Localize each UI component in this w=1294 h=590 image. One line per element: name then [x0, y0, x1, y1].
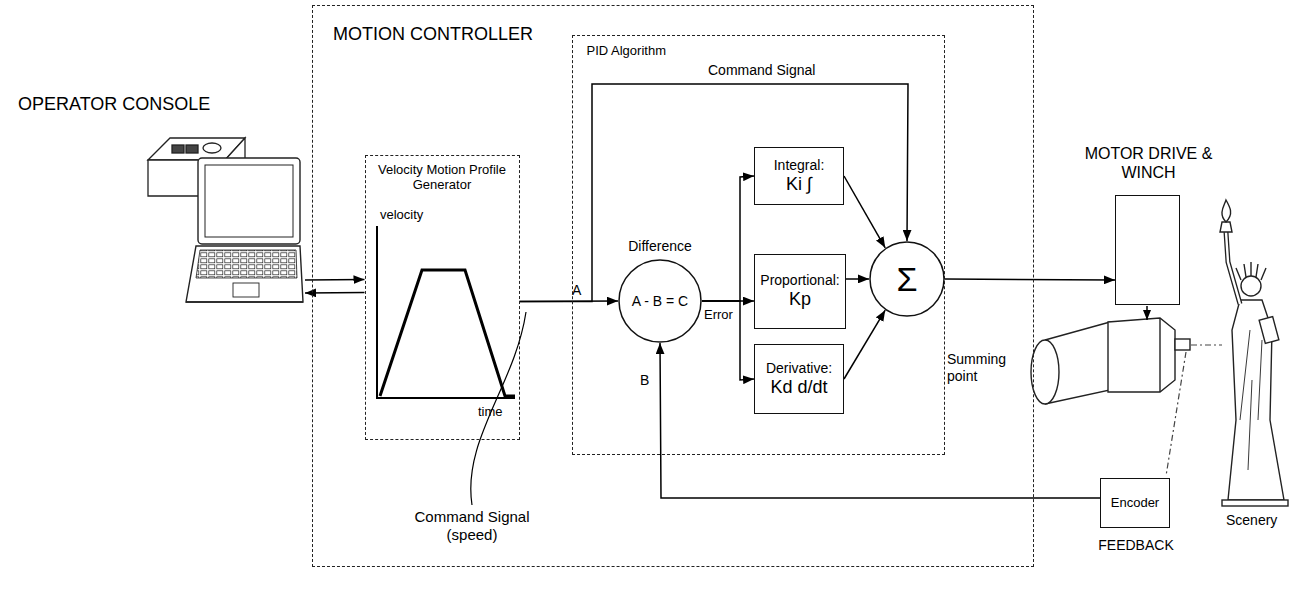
node-heading: Velocity Motion Profile Generator — [372, 162, 513, 193]
derivative-box: Derivative:Kd d/dt — [754, 344, 844, 414]
proportional-box: Proportional:Kp — [754, 254, 846, 329]
signal-connector — [846, 278, 869, 280]
signal-connector — [305, 279, 365, 281]
callout-text: Command Signal (speed) — [412, 508, 532, 544]
signal-connector — [520, 84, 909, 302]
motor-drive-box: MOTOR DRIVE & WINCH — [1115, 195, 1180, 305]
shaft-to-encoder — [1166, 352, 1186, 476]
signal-connector — [702, 301, 754, 380]
signal-connector — [305, 292, 365, 294]
node-text: A - B = C — [632, 293, 688, 310]
edge-label: Command Signal — [705, 62, 818, 79]
scenery-label: Scenery — [1226, 512, 1277, 529]
axis-label: velocity — [380, 207, 423, 223]
signal-connector — [660, 343, 1100, 498]
node-text: Integral: — [774, 157, 825, 174]
pid-block: PID AlgorithmDifferenceA - B = CIntegral… — [572, 35, 945, 455]
node-text: Kd d/dt — [770, 377, 827, 399]
velocity-profile-graph — [377, 226, 515, 398]
signal-connector — [945, 279, 1115, 280]
console-node: OPERATOR CONSOLE — [10, 92, 305, 312]
signal-letter: A — [572, 282, 581, 299]
axis-label: time — [478, 404, 503, 420]
integral-box: Integral:Ki ∫ — [754, 147, 844, 205]
node-text: Ki ∫ — [786, 174, 812, 196]
node-heading: Difference — [598, 238, 722, 255]
signal-name: Error — [704, 307, 733, 323]
encoder-box: EncoderFEEDBACK — [1100, 478, 1170, 528]
difference-circle: DifferenceA - B = C — [618, 259, 702, 343]
node-heading: Summing point — [947, 351, 1017, 385]
node-heading: MOTOR DRIVE & WINCH — [1076, 144, 1221, 182]
node-heading: MOTION CONTROLLER — [333, 24, 533, 46]
laptop — [186, 158, 303, 302]
statue-scenery — [1220, 200, 1288, 506]
node-heading: FEEDBACK — [1086, 537, 1186, 554]
controller-boundary: MOTION CONTROLLER Velocity Motion Profile… — [312, 5, 1034, 567]
leader-line — [471, 312, 526, 505]
node-heading: OPERATOR CONSOLE — [18, 94, 210, 116]
node-text: Encoder — [1111, 495, 1159, 511]
signal-letter: B — [640, 372, 649, 389]
node-text: Σ — [896, 259, 917, 300]
summing-circle: ΣSumming point — [869, 241, 945, 317]
node-heading: PID Algorithm — [587, 43, 666, 59]
signal-connector — [844, 310, 885, 379]
motor — [1031, 318, 1190, 404]
profile-generator: Velocity Motion Profile Generator — [365, 155, 520, 440]
node-text: Proportional: — [760, 272, 839, 289]
node-text: Derivative: — [766, 360, 832, 377]
shaft-to-scenery — [1191, 344, 1222, 345]
signal-connector — [844, 176, 885, 248]
node-text: Kp — [789, 289, 811, 311]
signal-connector — [702, 176, 754, 301]
drive-arrow — [1146, 306, 1148, 320]
